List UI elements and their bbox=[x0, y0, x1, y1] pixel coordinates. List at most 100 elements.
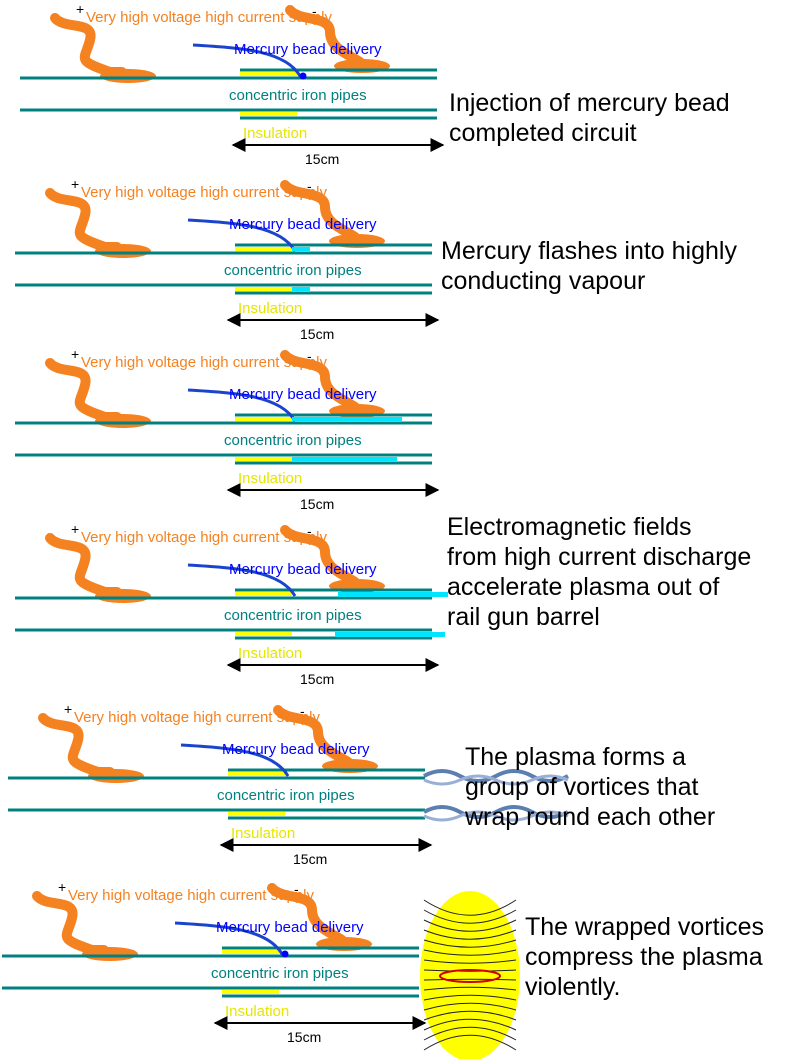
plasma-bottom bbox=[335, 632, 445, 637]
stage-1-caption: Injection of mercury bead completed circ… bbox=[449, 89, 730, 147]
positive-cable-icon bbox=[32, 891, 109, 955]
mercury-bead-icon bbox=[281, 950, 289, 958]
positive-cable-icon bbox=[50, 13, 127, 77]
stage-6-panel: +-Very high voltage high current supplyM… bbox=[2, 879, 520, 1059]
positive-cable-icon bbox=[45, 533, 122, 597]
insulation-bottom bbox=[240, 112, 297, 116]
torus-line bbox=[423, 929, 517, 940]
pipes-label: concentric iron pipes bbox=[224, 607, 362, 624]
stage-2-caption: Mercury flashes into highly conducting v… bbox=[441, 237, 737, 295]
torus-line bbox=[423, 939, 517, 948]
stage-5-panel: +-Very high voltage high current supplyM… bbox=[8, 701, 569, 867]
pipes-label: concentric iron pipes bbox=[229, 87, 367, 104]
insulation-label: Insulation bbox=[238, 645, 302, 662]
torus-line bbox=[423, 1002, 517, 1011]
torus-line bbox=[423, 919, 517, 932]
length-label: 15cm bbox=[287, 1029, 321, 1045]
negative-cable-icon bbox=[280, 180, 360, 242]
minus-sign: - bbox=[300, 703, 305, 719]
supply-label: Very high voltage high current supply bbox=[74, 709, 320, 726]
insulation-label: Insulation bbox=[243, 125, 307, 142]
vortex-bottom-strand-icon bbox=[423, 810, 569, 822]
positive-electrode-icon bbox=[95, 414, 151, 428]
negative-cable-icon bbox=[267, 883, 347, 945]
insulation-bottom bbox=[235, 457, 292, 461]
positive-electrode-icon bbox=[100, 69, 156, 83]
torus-line bbox=[423, 1018, 517, 1031]
mercury-delivery-tube bbox=[187, 563, 297, 597]
length-label: 15cm bbox=[293, 851, 327, 867]
stage-6-caption: The wrapped vortices compress the plasma… bbox=[525, 913, 765, 1001]
stage-3-panel: + -Very high voltage high current supplyM… bbox=[15, 346, 440, 512]
positive-electrode-icon bbox=[88, 769, 144, 783]
negative-cable-icon bbox=[285, 5, 365, 67]
minus-sign: - bbox=[307, 348, 312, 364]
torus-line bbox=[423, 994, 517, 1001]
positive-electrode-icon bbox=[95, 244, 151, 258]
torus-line bbox=[423, 1010, 517, 1021]
insulation-top bbox=[235, 592, 292, 596]
torus-line bbox=[423, 1026, 517, 1041]
vortex-top-icon bbox=[423, 769, 569, 783]
stage-5-caption: The plasma forms a group of vortices tha… bbox=[465, 743, 716, 831]
negative-cable-icon bbox=[273, 705, 353, 767]
plasma-top bbox=[292, 247, 310, 251]
insulation-top bbox=[240, 72, 297, 76]
length-label: 15cm bbox=[300, 671, 334, 687]
plasma-bottom bbox=[292, 457, 397, 461]
plasma-top bbox=[338, 592, 448, 597]
length-label: 15cm bbox=[300, 496, 334, 512]
insulation-label: Insulation bbox=[225, 1003, 289, 1020]
insulation-top bbox=[222, 950, 279, 954]
mercury-label: Mercury bead delivery bbox=[229, 561, 377, 578]
mercury-label: Mercury bead delivery bbox=[229, 386, 377, 403]
insulation-bottom bbox=[235, 632, 292, 636]
stage-4-panel: +-Very high voltage high current supplyM… bbox=[15, 521, 448, 687]
mercury-bead-icon bbox=[299, 72, 307, 80]
torus-line bbox=[423, 899, 517, 916]
minus-sign: - bbox=[312, 3, 317, 19]
torus-line bbox=[423, 978, 517, 981]
plus-sign: + bbox=[71, 346, 79, 362]
plasma-top bbox=[292, 417, 402, 421]
negative-cable-icon bbox=[280, 350, 360, 412]
minus-sign: - bbox=[294, 881, 299, 897]
insulation-bottom bbox=[222, 990, 279, 994]
positive-cable-icon bbox=[45, 358, 122, 422]
supply-label: Very high voltage high current supply bbox=[81, 354, 327, 371]
torus-body bbox=[420, 891, 520, 1059]
torus-line bbox=[423, 1034, 517, 1051]
supply-label: Very high voltage high current supply bbox=[86, 9, 332, 26]
mercury-delivery-tube bbox=[187, 218, 297, 252]
negative-cable-icon bbox=[280, 525, 360, 587]
torus-line bbox=[423, 969, 517, 972]
length-label: 15cm bbox=[300, 326, 334, 342]
minus-sign: - bbox=[307, 523, 312, 539]
stage-2-panel: +-Very high voltage high current supplyM… bbox=[15, 176, 440, 342]
pipes-label: concentric iron pipes bbox=[217, 787, 355, 804]
insulation-top bbox=[235, 247, 292, 251]
mercury-delivery-tube bbox=[180, 743, 290, 777]
mercury-label: Mercury bead delivery bbox=[216, 919, 364, 936]
positive-cable-icon bbox=[45, 188, 122, 252]
plus-sign: + bbox=[64, 701, 72, 717]
stage-4-caption: Electromagnetic fields from high current… bbox=[447, 513, 752, 631]
plus-sign: + bbox=[76, 1, 84, 17]
torus-core bbox=[439, 969, 501, 983]
mercury-delivery-tube bbox=[192, 43, 302, 77]
pipes-label: concentric iron pipes bbox=[224, 262, 362, 279]
mercury-label: Mercury bead delivery bbox=[234, 41, 382, 58]
plasma-bottom bbox=[292, 287, 310, 291]
insulation-bottom bbox=[235, 287, 292, 291]
insulation-bottom bbox=[228, 812, 285, 816]
plus-sign: + bbox=[71, 176, 79, 192]
insulation-top bbox=[228, 772, 285, 776]
plus-sign: + bbox=[71, 521, 79, 537]
mercury-delivery-tube bbox=[187, 388, 297, 422]
torus-line bbox=[423, 909, 517, 924]
positive-electrode-icon bbox=[95, 589, 151, 603]
insulation-label: Insulation bbox=[238, 300, 302, 317]
mercury-label: Mercury bead delivery bbox=[229, 216, 377, 233]
insulation-label: Insulation bbox=[231, 825, 295, 842]
